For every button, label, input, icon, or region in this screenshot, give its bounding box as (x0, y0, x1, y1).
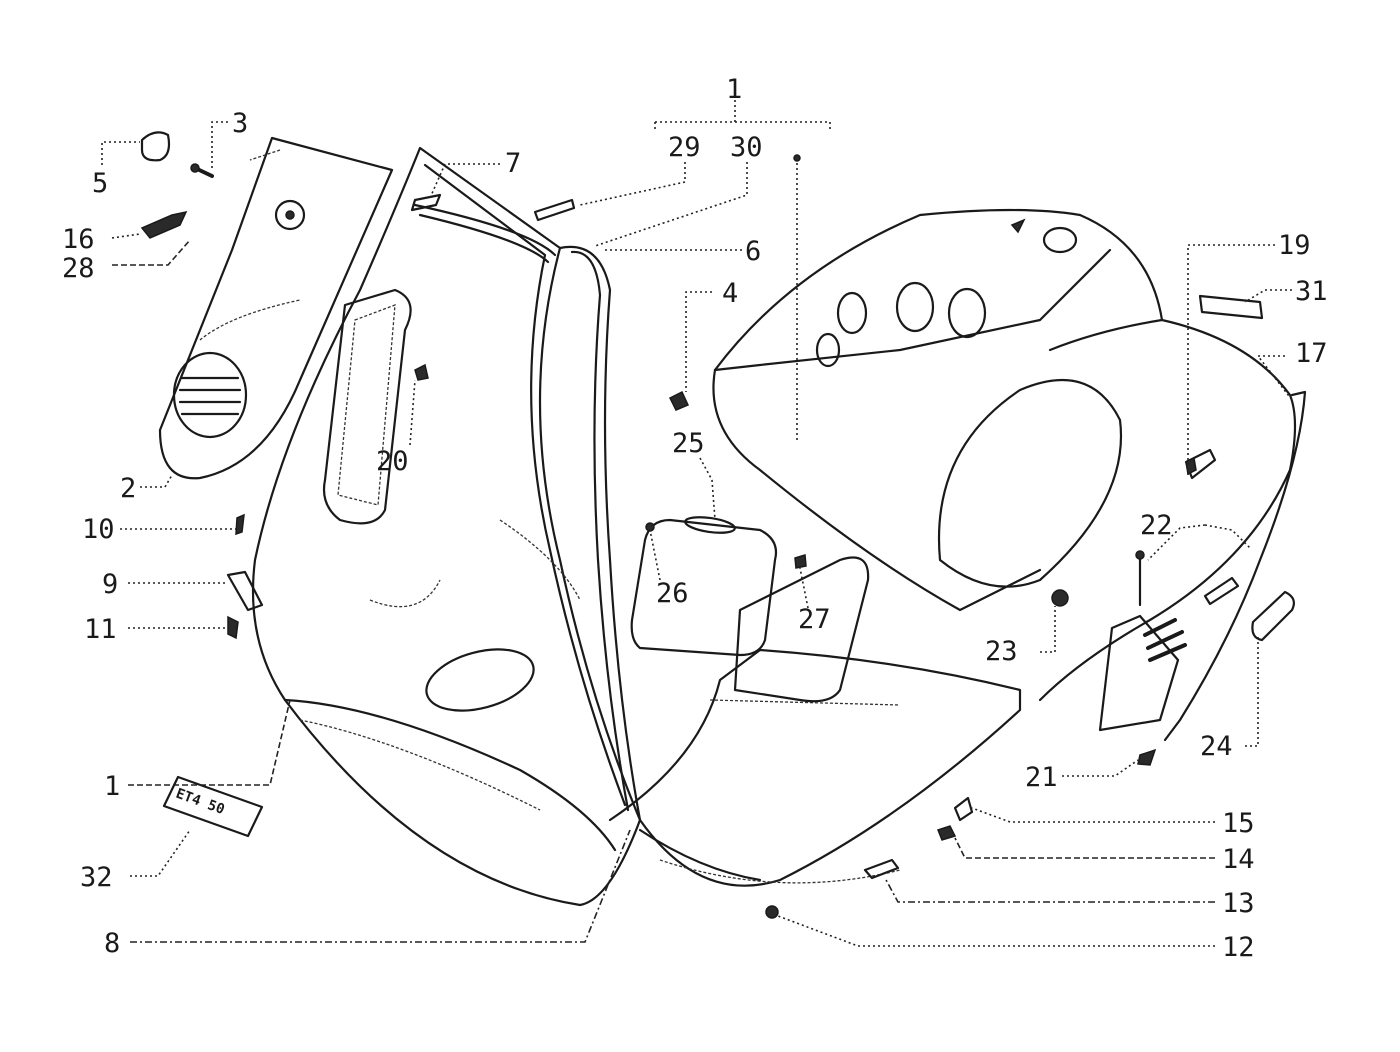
callout-32: 32 (80, 862, 113, 893)
callout-13: 13 (1222, 888, 1255, 919)
part-1-front-shield (251, 146, 642, 907)
callout-31: 31 (1295, 276, 1328, 307)
callout-1-top: 1 (726, 74, 742, 105)
part-27-clip (794, 554, 807, 569)
callout-11: 11 (84, 614, 117, 645)
part-11-clip (227, 615, 239, 640)
part-4-clip (668, 390, 690, 411)
callout-4: 4 (722, 278, 738, 309)
grille-icon (178, 376, 242, 416)
part-5-cap (140, 131, 171, 162)
callout-15: 15 (1222, 808, 1255, 839)
callout-1-left: 1 (104, 771, 120, 802)
part-31-emblem (1198, 294, 1264, 320)
part-23-grommet (1051, 589, 1069, 607)
part-9-clip (226, 570, 264, 612)
part-26-screw (645, 522, 655, 532)
part-21-22-bracket (1098, 550, 1240, 766)
part-14-nut (937, 825, 957, 841)
callout-27: 27 (798, 604, 831, 635)
callout-2: 2 (120, 473, 136, 504)
part-6-edge-seal (558, 245, 642, 822)
callout-24: 24 (1200, 731, 1233, 762)
part-20-clip (414, 363, 429, 381)
callout-20: 20 (376, 446, 409, 477)
callout-3: 3 (232, 108, 248, 139)
callout-14: 14 (1222, 844, 1255, 875)
callout-25: 25 (672, 428, 705, 459)
part-7-trim-strip (410, 193, 557, 264)
part-16-clip (140, 210, 188, 239)
callout-5: 5 (92, 168, 108, 199)
part-10-screw (235, 513, 245, 536)
part-15-clip (953, 796, 974, 822)
part-2-cover-panel (158, 136, 394, 480)
callout-8: 8 (104, 928, 120, 959)
callout-10: 10 (82, 514, 115, 545)
part-29-clip (533, 198, 576, 222)
callout-26: 26 (656, 578, 689, 609)
callout-19: 19 (1278, 230, 1311, 261)
callout-21: 21 (1025, 762, 1058, 793)
part-13-plug (863, 858, 900, 880)
callout-6: 6 (745, 236, 761, 267)
callout-29: 29 (668, 132, 701, 163)
part-32-badge: ET4 50 (162, 775, 264, 838)
callout-22: 22 (1140, 510, 1173, 541)
part-body-leg-shield (608, 208, 1307, 887)
callout-30: 30 (730, 132, 763, 163)
callout-23: 23 (985, 636, 1018, 667)
leader-lines (101, 100, 1293, 947)
callout-labels: 1 29 30 3 5 16 28 7 6 4 2 20 10 9 11 1 3… (62, 74, 1328, 963)
part-19-lock (1184, 448, 1217, 480)
callout-16: 16 (62, 224, 95, 255)
part-12-nut (765, 905, 779, 919)
part-24-cover (1251, 590, 1295, 642)
callout-7: 7 (505, 148, 521, 179)
part-3-screw (190, 163, 214, 178)
callout-17: 17 (1295, 338, 1328, 369)
callout-28: 28 (62, 253, 95, 284)
callout-9: 9 (102, 569, 118, 600)
callout-12: 12 (1222, 932, 1255, 963)
